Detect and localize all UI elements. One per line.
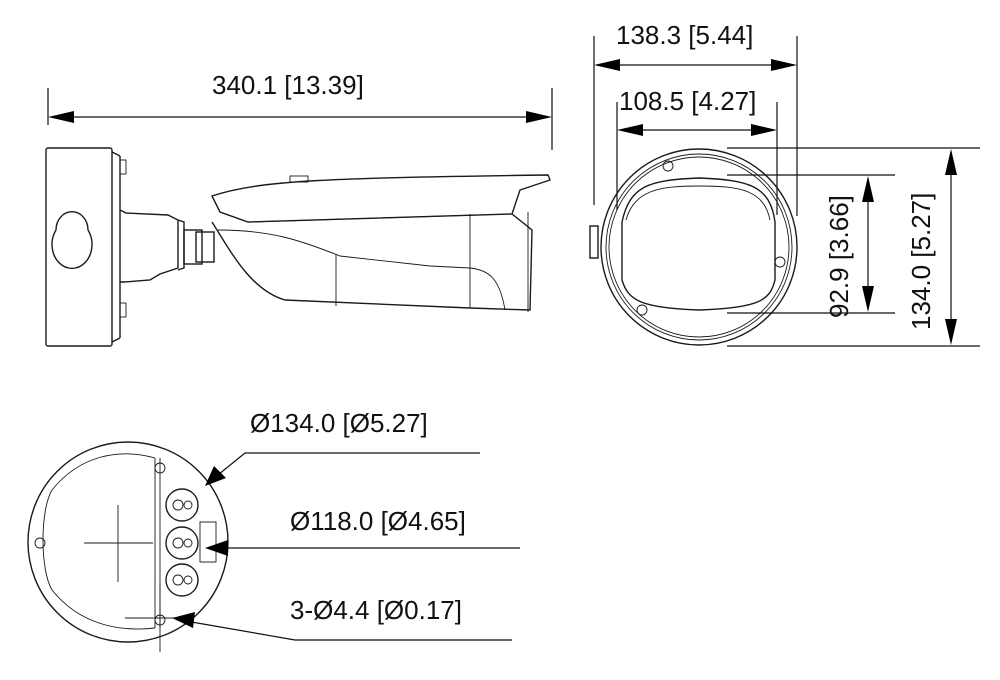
hole-circle-diameter-label: Ø118.0 [Ø4.65] bbox=[290, 506, 466, 536]
side-view-drawing bbox=[45, 88, 553, 347]
mounting-holes-label: 3-Ø4.4 [Ø0.17] bbox=[290, 595, 462, 625]
mount-base-drawing bbox=[27, 441, 520, 652]
outer-width-label: 138.3 [5.44] bbox=[616, 20, 754, 50]
outer-height-label: 134.0 [5.27] bbox=[906, 192, 936, 330]
inner-height-label: 92.9 [3.66] bbox=[824, 195, 854, 318]
overall-length-label: 340.1 [13.39] bbox=[212, 70, 364, 100]
inner-width-label: 108.5 [4.27] bbox=[619, 86, 757, 116]
front-view-drawing bbox=[589, 36, 980, 347]
outer-diameter-label: Ø134.0 [Ø5.27] bbox=[250, 408, 428, 438]
